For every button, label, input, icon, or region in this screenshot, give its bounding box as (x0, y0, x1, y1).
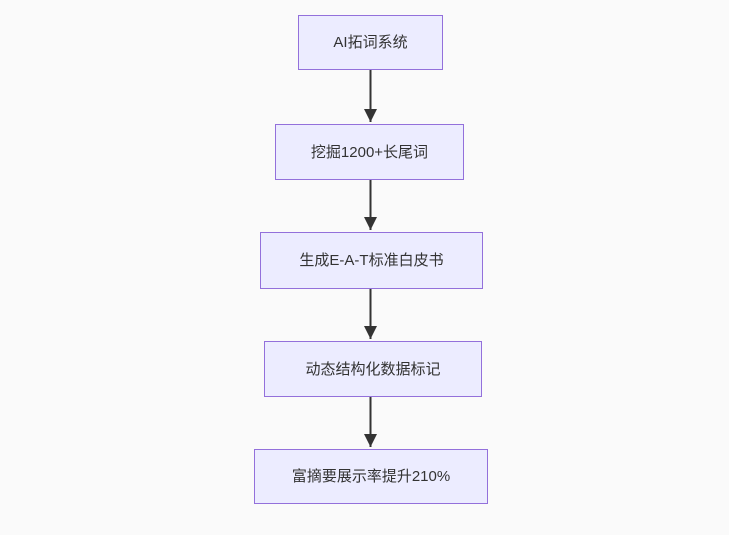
flow-node-label: 挖掘1200+长尾词 (310, 143, 429, 161)
flow-node-dynamic-structured-data-markup: 动态结构化数据标记 (264, 341, 482, 397)
flow-node-generate-eat-whitepaper: 生成E-A-T标准白皮书 (260, 232, 483, 289)
flow-node-label: 动态结构化数据标记 (305, 360, 441, 378)
flow-node-rich-snippet-rate-increase: 富摘要展示率提升210% (254, 449, 488, 504)
flow-node-label: AI拓词系统 (333, 34, 408, 51)
flow-node-label: 生成E-A-T标准白皮书 (299, 252, 444, 269)
flow-node-label: 富摘要展示率提升210% (291, 468, 451, 485)
flow-node-mine-longtail-keywords: 挖掘1200+长尾词 (275, 124, 464, 180)
flow-node-ai-word-expansion-system: AI拓词系统 (298, 15, 443, 70)
